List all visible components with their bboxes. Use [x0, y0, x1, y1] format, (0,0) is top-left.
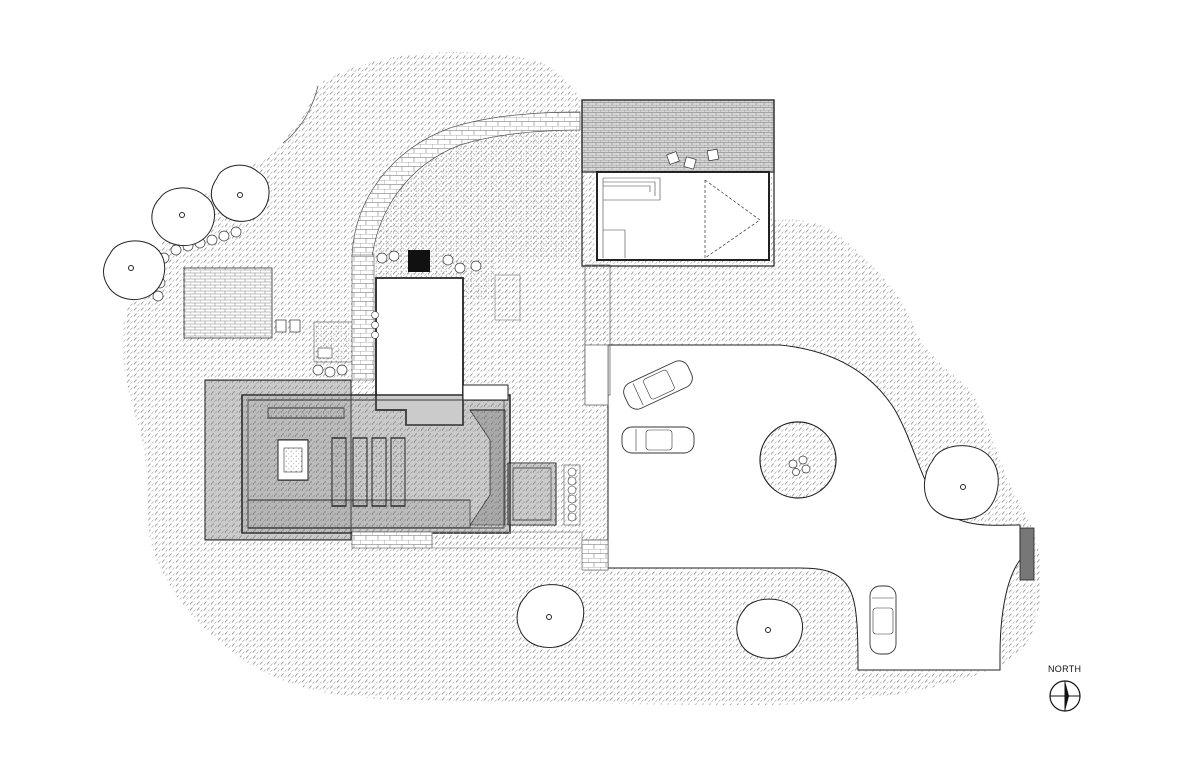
- car-bottom-right: [869, 585, 897, 655]
- north-arrow: NORTH: [1048, 664, 1081, 712]
- curved-path: [351, 111, 581, 259]
- roundabout-shrubs: [788, 455, 811, 476]
- planted-strip: [351, 254, 375, 381]
- tree-south-2: [736, 598, 803, 659]
- hedge-top: [376, 250, 482, 274]
- west-terrace: [183, 267, 273, 339]
- tree-south-1: [516, 584, 585, 648]
- planter-row-west: [371, 311, 379, 339]
- gate: [1019, 527, 1035, 581]
- planter-row-east: [567, 467, 577, 522]
- stepping-stones: [275, 319, 301, 333]
- skylight-1: [331, 437, 347, 507]
- roof-solar-strip: [267, 407, 345, 419]
- garage-floor: [596, 171, 770, 261]
- tree-west-3: [103, 240, 166, 301]
- tree-east: [923, 445, 999, 520]
- car-middle: [621, 426, 695, 454]
- south-path: [351, 531, 433, 549]
- hedge-house: [312, 364, 348, 378]
- garage-stairs: [602, 177, 661, 258]
- north-label: NORTH: [1048, 664, 1081, 674]
- skylight-4: [390, 437, 406, 507]
- skylights: [331, 437, 406, 507]
- garage-car-symbol: [704, 179, 761, 259]
- car-top-left: [623, 360, 693, 410]
- east-annex: [507, 462, 557, 526]
- skylight-3: [371, 437, 387, 507]
- chimney: [408, 250, 430, 272]
- skylight-2: [352, 437, 368, 507]
- roundabout-planter: [759, 421, 837, 499]
- driveway: [607, 344, 1021, 671]
- north-arrow-icon: [1049, 680, 1081, 712]
- tree-west-1: [210, 164, 270, 222]
- patio-chairs: [666, 148, 720, 170]
- tree-west-2: [151, 187, 215, 247]
